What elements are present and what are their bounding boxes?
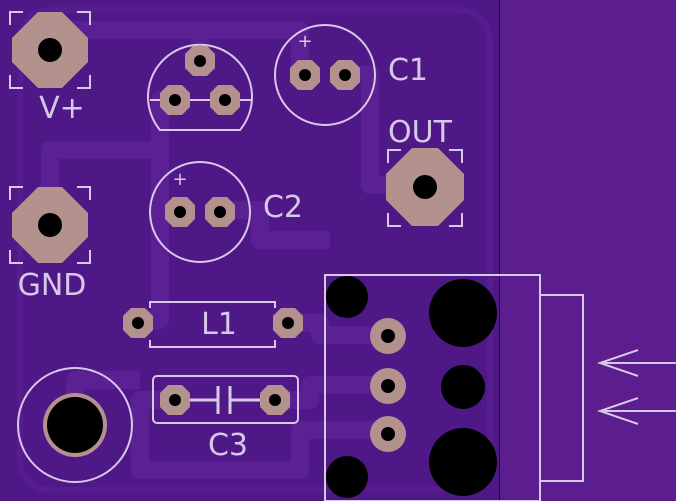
c1-label: C1 <box>388 53 428 88</box>
c1-footprint <box>274 24 376 126</box>
out-label: OUT <box>388 115 453 150</box>
c2-polarity: + <box>172 169 187 190</box>
gnd-pad <box>9 186 91 264</box>
outside-board <box>500 0 676 501</box>
l1-footprint <box>123 301 303 348</box>
c3-footprint <box>152 375 299 424</box>
c3-label: C3 <box>208 428 248 463</box>
c1-polarity: + <box>297 31 312 52</box>
c2-label: C2 <box>263 190 303 225</box>
mounting-hole <box>17 367 133 483</box>
out-pad <box>386 148 464 227</box>
vplus-label: V+ <box>39 91 85 126</box>
transistor-footprint <box>147 43 253 131</box>
arrow-left-icon <box>596 349 676 377</box>
vplus-pad <box>9 11 91 89</box>
pour-outline <box>17 7 493 493</box>
l1-label: L1 <box>201 307 237 342</box>
arrow-left-icon <box>596 397 676 425</box>
gnd-label: GND <box>18 268 87 303</box>
c2-footprint <box>149 161 251 263</box>
audio-jack-footprint <box>324 274 584 501</box>
